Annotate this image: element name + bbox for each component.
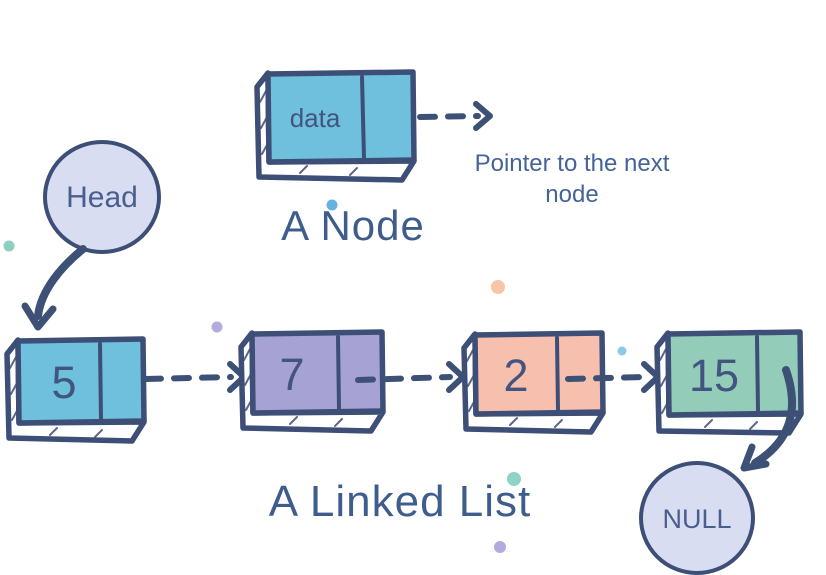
head-arrow-line <box>34 245 87 320</box>
example-node-divider <box>360 75 366 160</box>
null-circle <box>639 461 755 575</box>
null-label: NULL <box>662 504 731 534</box>
null-arrowhead-icon <box>740 443 770 472</box>
example-node-hatching <box>259 90 358 176</box>
center-peach-dot <box>491 280 505 294</box>
next-arrow-1 <box>143 361 247 393</box>
next-arrow-3-line <box>565 374 648 382</box>
list-node-1: 5 <box>4 336 147 444</box>
above-list-seafoam-dot <box>507 472 521 486</box>
null-arrow <box>740 366 796 472</box>
list-node-4-value: 15 <box>689 350 739 401</box>
pointer-caption-line2: node <box>545 181 598 208</box>
list-node-3-hatching <box>466 349 563 428</box>
list-node-1-body <box>15 336 147 426</box>
head-terminal: Head <box>43 140 161 254</box>
near-node15-blue-dot <box>617 346 627 356</box>
example-node-caption: A Node <box>281 202 425 249</box>
example-pointer-arrow <box>417 101 493 131</box>
example-node-body <box>265 69 417 165</box>
head-circle <box>43 140 161 254</box>
left-seafoam-dot <box>3 240 15 252</box>
example-node-data-label: data <box>290 103 341 133</box>
above-node7-purple-dot <box>211 321 223 333</box>
list-node-1-value: 5 <box>51 357 76 408</box>
list-node-1-hatching <box>9 356 103 438</box>
next-arrow-1-line <box>143 374 234 382</box>
list-node-4-body <box>665 329 804 418</box>
head-arrowhead-icon <box>21 302 57 331</box>
head-arrow <box>21 245 87 331</box>
list-node-3-body <box>472 330 606 417</box>
list-node-3: 2 <box>461 330 606 435</box>
null-terminal: NULL <box>639 461 755 575</box>
head-label: Head <box>66 181 138 214</box>
example-pointer-arrow-line <box>417 113 481 120</box>
list-node-4-divider <box>755 335 760 413</box>
list-node-4-hatching <box>659 348 758 430</box>
example-node: data <box>254 69 417 183</box>
above-a-node-blue-dot <box>326 199 338 211</box>
list-node-4: 15 <box>654 329 804 436</box>
list-node-2-hatching <box>243 348 343 427</box>
linked-list-caption: A Linked List <box>269 477 532 526</box>
null-arrow-line <box>751 366 796 467</box>
example-pointer-arrowhead-icon <box>473 101 493 131</box>
list-node-3-divider <box>555 336 560 412</box>
list-node-1-divider <box>98 342 103 421</box>
below-list-purple-dot <box>494 541 506 553</box>
list-node-2-body <box>249 329 386 416</box>
list-node-2-value: 7 <box>279 349 304 400</box>
pointer-caption-line1: Pointer to the next <box>475 150 670 177</box>
list-node-3-value: 2 <box>503 350 528 401</box>
list-node-2-divider <box>336 335 341 411</box>
next-arrow-2-line <box>355 374 453 383</box>
list-node-2: 7 <box>238 329 386 434</box>
